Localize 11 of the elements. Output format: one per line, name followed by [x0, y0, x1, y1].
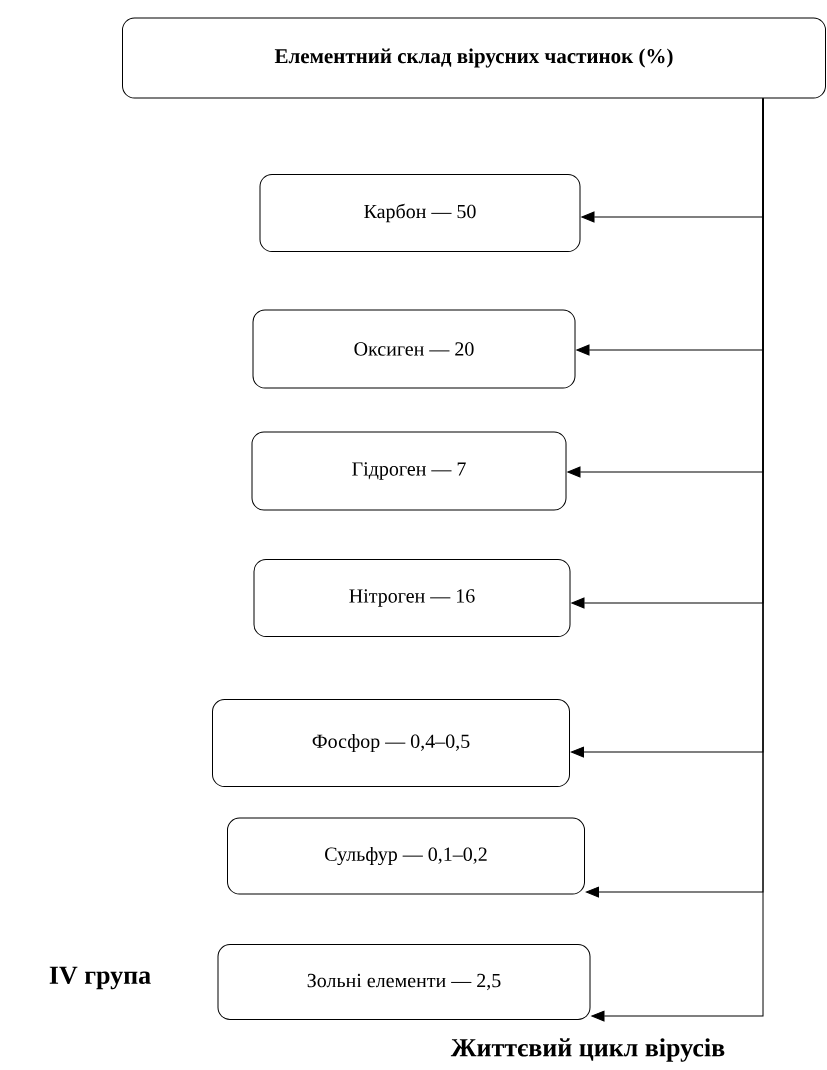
element-box: Гідроген — 7 [251, 431, 567, 511]
element-box: Зольні елементи — 2,5 [217, 944, 591, 1020]
heading-text: IV група [49, 966, 151, 990]
heading-text: Життєвий цикл вірусів [450, 1038, 725, 1062]
title-box: Елементний склад вірусних частинок (%) [122, 17, 826, 99]
element-box: Фосфор — 0,4–0,5 [212, 699, 570, 787]
element-box: Карбон — 50 [259, 174, 581, 252]
arrow [591, 98, 764, 1022]
element-box: Оксиген — 20 [252, 309, 576, 389]
element-box: Сульфур — 0,1–0,2 [227, 817, 585, 895]
element-box: Нітроген — 16 [253, 559, 571, 637]
